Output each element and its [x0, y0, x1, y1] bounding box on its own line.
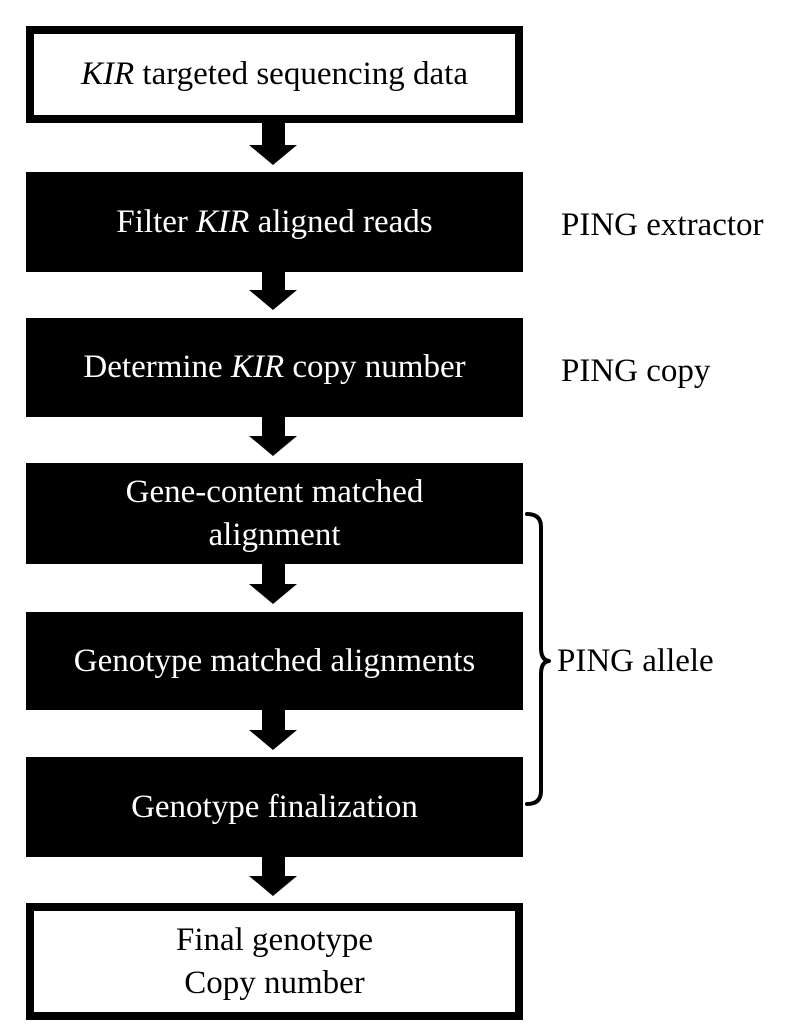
step-text: copy number	[284, 349, 466, 386]
arrow-6	[249, 857, 297, 896]
step-line: KIR targeted sequencing data	[81, 53, 468, 96]
step-line: Filter KIR aligned reads	[116, 201, 432, 244]
step-final: Genotype finalization	[26, 757, 523, 857]
step-text: aligned reads	[249, 203, 433, 240]
step-text: Genotype finalization	[131, 788, 418, 825]
step-line: Genotype finalization	[131, 786, 418, 829]
step-line: Gene-content matched	[126, 471, 424, 514]
step-line: Final genotype	[176, 919, 373, 962]
step-genotype: Genotype matched alignments	[26, 612, 523, 710]
italic-term: KIR	[80, 56, 135, 93]
arrow-1	[249, 123, 297, 165]
step-text: alignment	[208, 516, 341, 553]
label-ping-copy: PING copy	[561, 353, 711, 389]
step-text: Final genotype	[175, 921, 374, 958]
allele-bracket	[525, 512, 551, 806]
step-text: targeted sequencing data	[134, 56, 468, 93]
step-text: Genotype matched alignments	[73, 642, 476, 679]
step-line: Copy number	[184, 962, 365, 1005]
step-line: alignment	[209, 514, 341, 557]
arrow-4	[249, 564, 297, 604]
italic-term: KIR	[230, 349, 285, 386]
label-ping-allele: PING allele	[557, 643, 714, 679]
step-text: Copy number	[184, 964, 365, 1001]
italic-term: KIR	[196, 203, 250, 240]
step-text: Filter	[116, 203, 197, 240]
step-gene: Gene-content matched alignment	[26, 463, 523, 564]
step-input: KIR targeted sequencing data	[26, 26, 523, 123]
step-line: Genotype matched alignments	[74, 640, 475, 683]
step-line: Determine KIR copy number	[83, 346, 465, 389]
arrow-2	[249, 272, 297, 310]
step-text: Gene-content matched	[125, 473, 424, 510]
arrows	[249, 123, 297, 896]
arrow-3	[249, 417, 297, 456]
label-ping-extractor: PING extractor	[561, 207, 764, 243]
step-copy: Determine KIR copy number	[26, 318, 523, 417]
step-filter: Filter KIR aligned reads	[26, 172, 523, 272]
arrow-5	[249, 710, 297, 750]
step-text: Determine	[83, 349, 231, 386]
